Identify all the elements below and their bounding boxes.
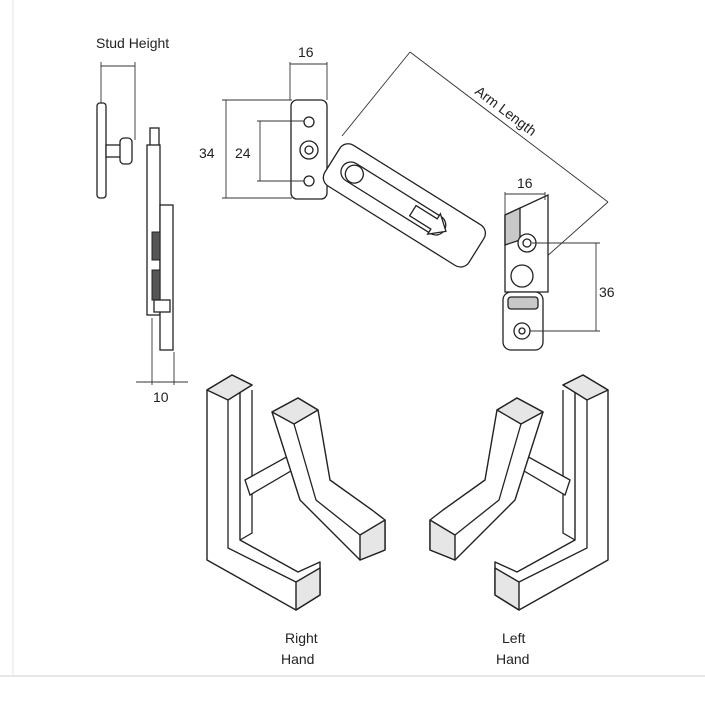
- right-hand-label-line2: Hand: [281, 651, 314, 667]
- right-hand-label-line1: Right: [285, 630, 318, 646]
- left-hand-frame: [429, 374, 609, 611]
- arm-length-label: Arm Length: [472, 83, 539, 139]
- stud-side-profile: Stud Height 10: [96, 35, 188, 405]
- dim-34-label: 34: [199, 145, 215, 161]
- left-hand-label-line1: Left: [502, 630, 525, 646]
- dim-16-arm-label: 16: [517, 175, 533, 191]
- dim-10-label: 10: [153, 389, 169, 405]
- arm-assembly: Arm Length 16 36: [322, 51, 615, 351]
- left-hand-label-line2: Hand: [496, 651, 529, 667]
- dim-24-label: 24: [235, 145, 251, 161]
- dim-16-top-label: 16: [298, 44, 314, 60]
- stud-height-label: Stud Height: [96, 35, 169, 51]
- plate-front-view: 16 34 24: [199, 44, 328, 200]
- dim-36-label: 36: [599, 284, 615, 300]
- right-hand-frame: [206, 374, 386, 611]
